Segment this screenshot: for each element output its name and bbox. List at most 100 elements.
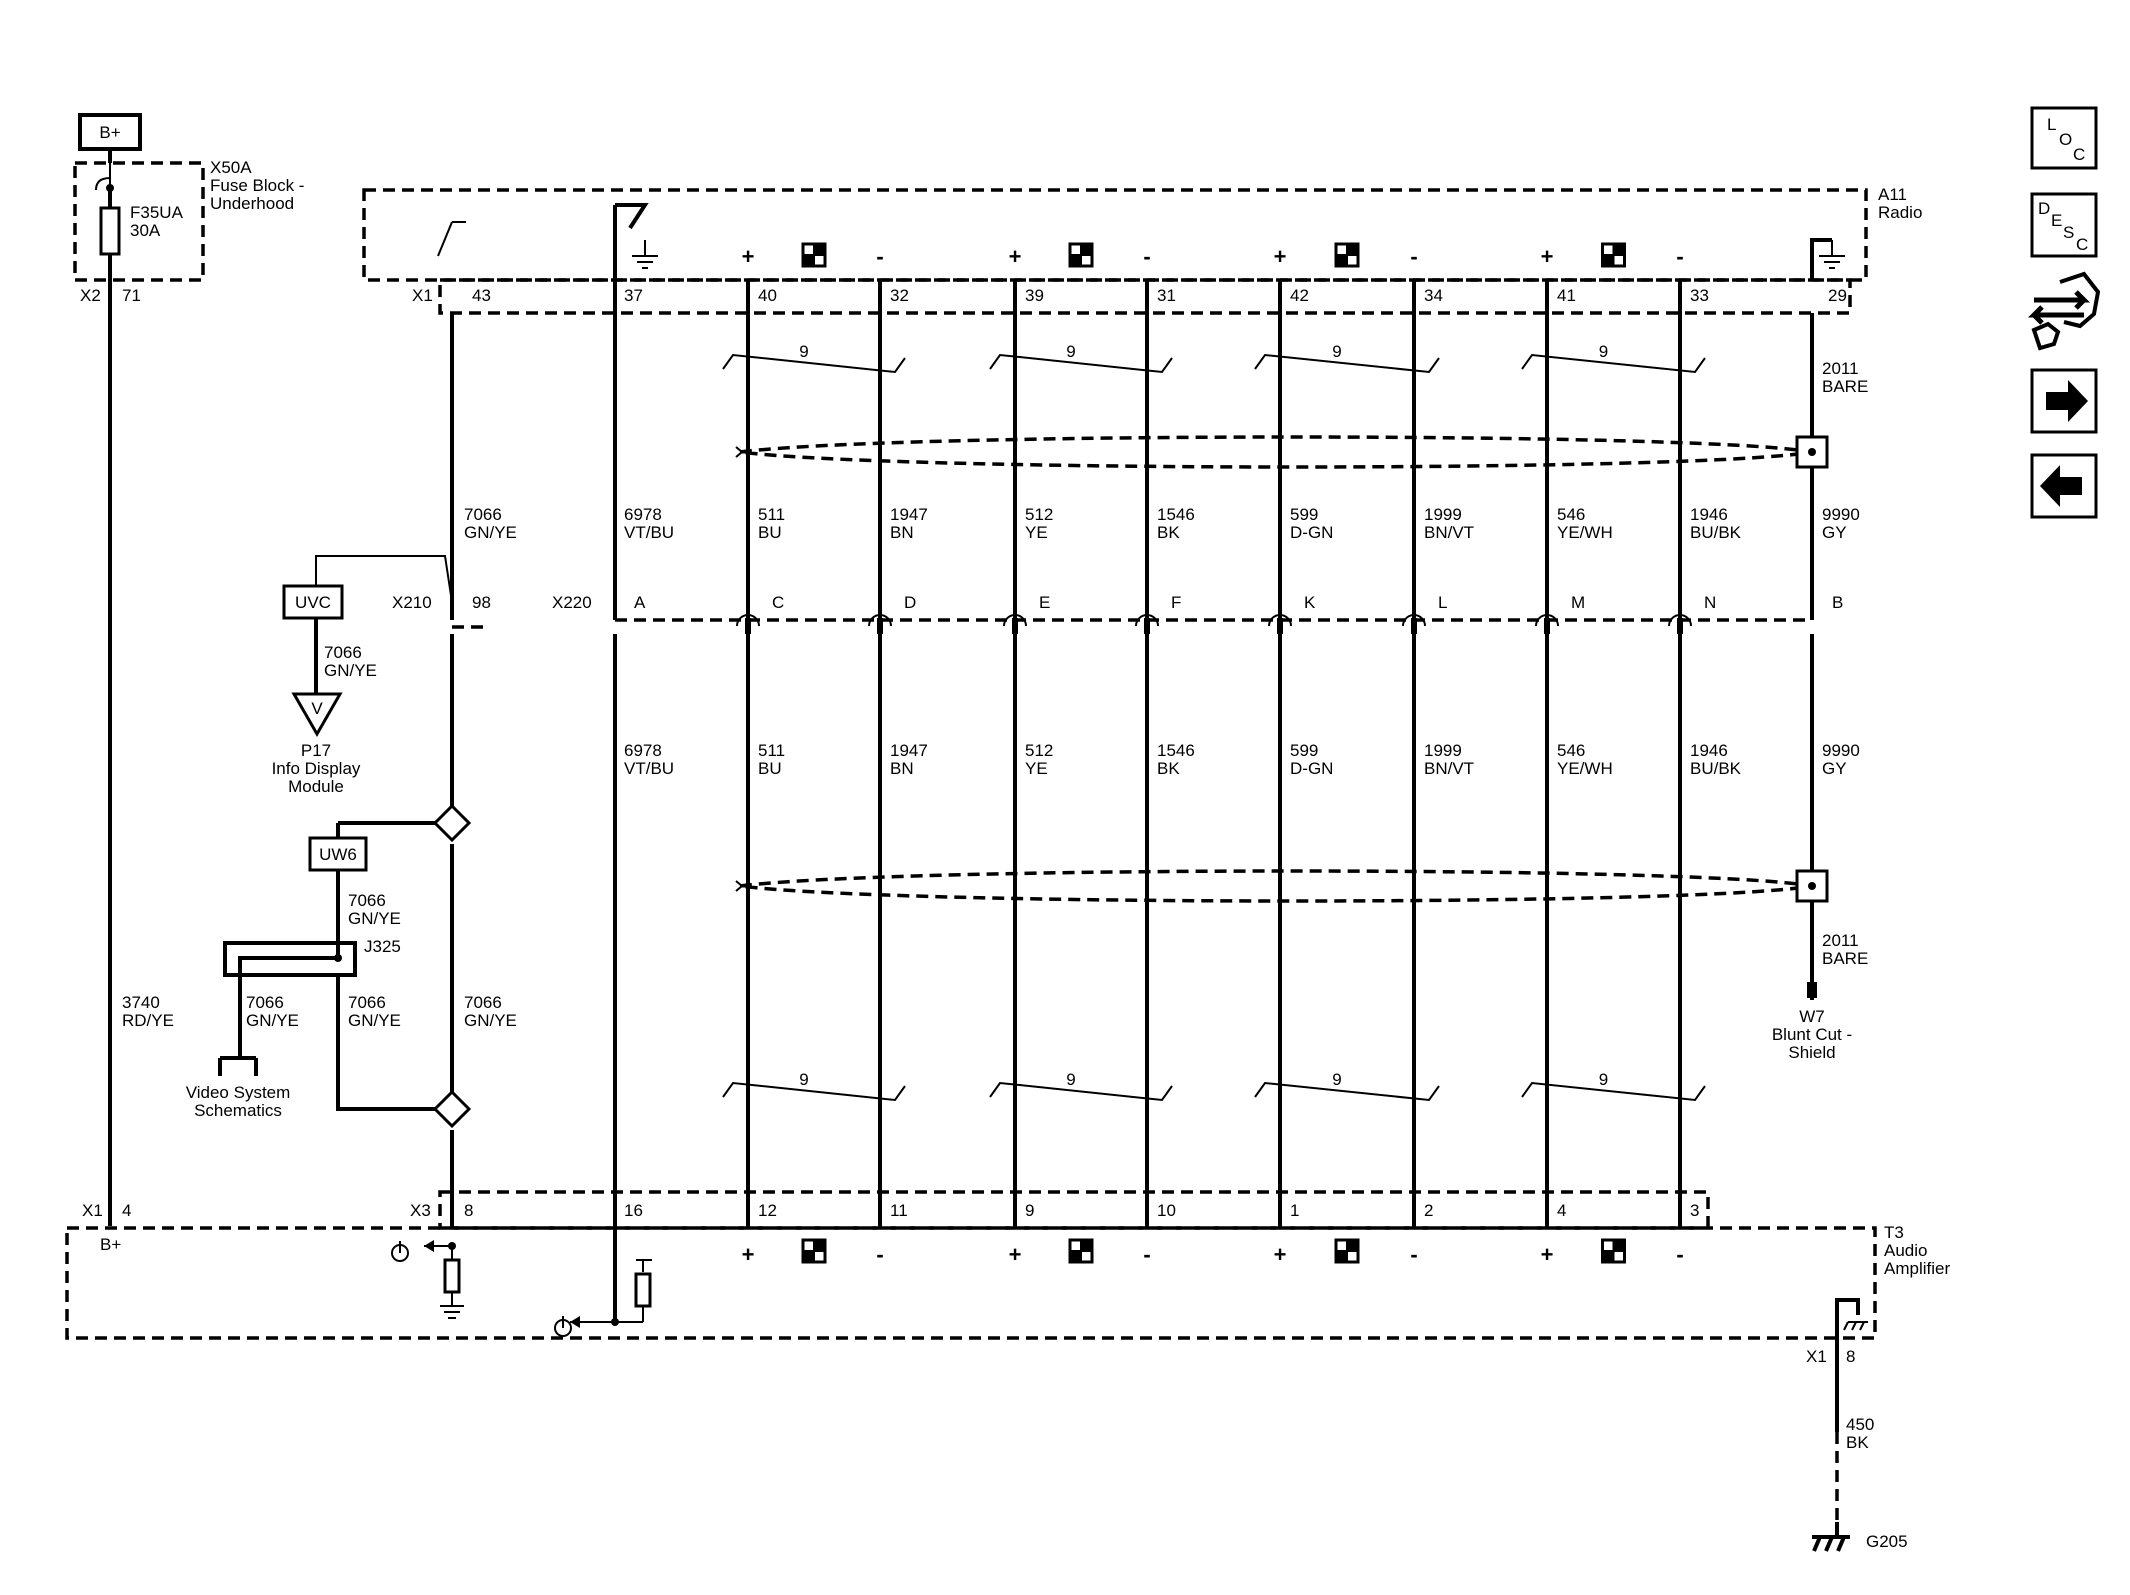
signal-color-lower-1: BN: [890, 759, 914, 778]
power-icon-enable: [391, 1241, 409, 1262]
amp-ref: T3: [1884, 1223, 1904, 1242]
power-icon-sense: [554, 1316, 572, 1337]
signal-circuit-lower-4: 599: [1290, 741, 1318, 760]
channel-icon-cross-3-1: [1602, 1240, 1625, 1262]
power-radio-pin: 37: [624, 286, 643, 305]
signal-circuit-lower-2: 512: [1025, 741, 1053, 760]
signal-radio-pin-4: 42: [1290, 286, 1309, 305]
amp-name-1: Audio: [1884, 1241, 1927, 1260]
connector-info-button[interactable]: [2027, 271, 2101, 351]
p17-symbol-letter: V: [311, 699, 323, 718]
j325-label: J325: [364, 937, 401, 956]
signal-radio-pin-7: 33: [1690, 286, 1709, 305]
signal-circuit-upper-4: 599: [1290, 505, 1318, 524]
power-circuit-1: 6978: [624, 505, 662, 524]
uvc-label: UVC: [295, 593, 331, 612]
enable-circuit-1: 7066: [464, 505, 502, 524]
loc-button[interactable]: L O C: [2030, 106, 2098, 170]
fuse-block-outline: [73, 161, 205, 282]
svg-text:O: O: [2059, 130, 2072, 149]
amp-polarity-4: +: [1274, 1242, 1287, 1267]
x210-label: X210: [392, 593, 432, 612]
twist-marker-0-0: [722, 353, 906, 374]
signal-circuit-upper-2: 512: [1025, 505, 1053, 524]
radio-polarity-3: -: [1143, 244, 1150, 269]
x220-pin-mark-0: [745, 618, 751, 634]
power-color-2: VT/BU: [624, 759, 674, 778]
signal-circuit-upper-0: 511: [758, 505, 785, 524]
signal-circuit-lower-5: 1999: [1424, 741, 1462, 760]
channel-icon-fill-b-1-1: [1070, 1251, 1081, 1262]
signal-color-upper-4: D-GN: [1290, 523, 1333, 542]
x220-pin-symbol-0: [736, 614, 760, 627]
enable-amp-pin: 8: [464, 1201, 473, 1220]
channel-icon-cross-1-0: [1070, 244, 1092, 266]
signal-x220-pin-5: L: [1438, 593, 1447, 612]
signal-color-lower-0: BU: [758, 759, 782, 778]
ground-g205-symbol: [1812, 1522, 1850, 1552]
j325-out-circuit: 7066: [348, 993, 386, 1012]
radio-ref: A11: [1878, 185, 1907, 204]
w7-name-1: Blunt Cut -: [1772, 1025, 1852, 1044]
x220-pin-mark-1: [877, 618, 883, 634]
channel-icon-cross-0-0: [803, 244, 825, 266]
x210-pin: 98: [472, 593, 491, 612]
drain-color-1: BARE: [1822, 377, 1868, 396]
x220-pin-symbol-7: [1668, 614, 1692, 627]
signal-color-lower-3: BK: [1157, 759, 1180, 778]
shield-circuit-2: 9990: [1822, 741, 1860, 760]
signal-x220-pin-7: N: [1704, 593, 1716, 612]
signal-circuit-upper-1: 1947: [890, 505, 928, 524]
svg-text:C: C: [2073, 145, 2085, 164]
twist-label-0-1: 9: [799, 1070, 808, 1089]
video-name-1: Video System: [186, 1083, 291, 1102]
x220-pin-symbol-2: [1003, 614, 1027, 627]
channel-icon-cross-2-1: [1336, 1240, 1358, 1262]
channel-icon-fill-a-3-0: [1613, 244, 1625, 255]
twist-marker-1-1: [989, 1081, 1173, 1102]
video-name-2: Schematics: [194, 1101, 282, 1120]
next-page-button[interactable]: [2030, 368, 2098, 434]
signal-radio-pin-0: 40: [758, 286, 777, 305]
x220-pin-mark-3: [1144, 618, 1150, 634]
radio-polarity-7: -: [1676, 244, 1683, 269]
x220-pin-symbol-4: [1268, 614, 1292, 627]
channel-icon-fill-a-3-1: [1613, 1240, 1625, 1251]
amp-polarity-0: +: [742, 1242, 755, 1267]
power-circuit-2: 6978: [624, 741, 662, 760]
amp-ground-1: [440, 1246, 464, 1319]
fuse-conn: X2: [80, 286, 101, 305]
desc-button[interactable]: D E S C: [2030, 192, 2098, 258]
shield-color-2: GY: [1822, 759, 1847, 778]
shield-circuit-1: 9990: [1822, 505, 1860, 524]
previous-page-button[interactable]: [2030, 453, 2098, 519]
signal-circuit-lower-1: 1947: [890, 741, 928, 760]
battery-wire-color: RD/YE: [122, 1011, 174, 1030]
j325-out-color: GN/YE: [348, 1011, 401, 1030]
amp-polarity-3: -: [1143, 1242, 1150, 1267]
svg-text:D: D: [2038, 199, 2050, 218]
drain-color-2: BARE: [1822, 949, 1868, 968]
twist-label-1-0: 9: [1066, 342, 1075, 361]
amp-ground-pin: 8: [1846, 1347, 1855, 1366]
shield-x220-pin: B: [1832, 593, 1843, 612]
signal-x220-pin-2: E: [1039, 593, 1050, 612]
x220-label: X220: [552, 593, 592, 612]
radio-polarity-4: +: [1274, 244, 1287, 269]
signal-x220-pin-1: D: [904, 593, 916, 612]
twist-label-3-1: 9: [1599, 1070, 1608, 1089]
signal-color-lower-4: D-GN: [1290, 759, 1333, 778]
video-color: GN/YE: [246, 1011, 299, 1030]
twist-marker-1-0: [989, 353, 1173, 374]
amp-bplus-pin: 4: [122, 1201, 131, 1220]
twist-label-2-1: 9: [1332, 1070, 1341, 1089]
svg-text:E: E: [2051, 211, 2062, 230]
signal-circuit-lower-6: 546: [1557, 741, 1585, 760]
radio-polarity-2: +: [1009, 244, 1022, 269]
signal-amp-pin-5: 2: [1424, 1201, 1433, 1220]
signal-x220-pin-4: K: [1304, 593, 1316, 612]
twist-marker-3-1: [1521, 1081, 1706, 1102]
arrow-right-icon: [2046, 380, 2088, 422]
uvc-splice-box: [282, 584, 344, 620]
twist-label-1-1: 9: [1066, 1070, 1075, 1089]
